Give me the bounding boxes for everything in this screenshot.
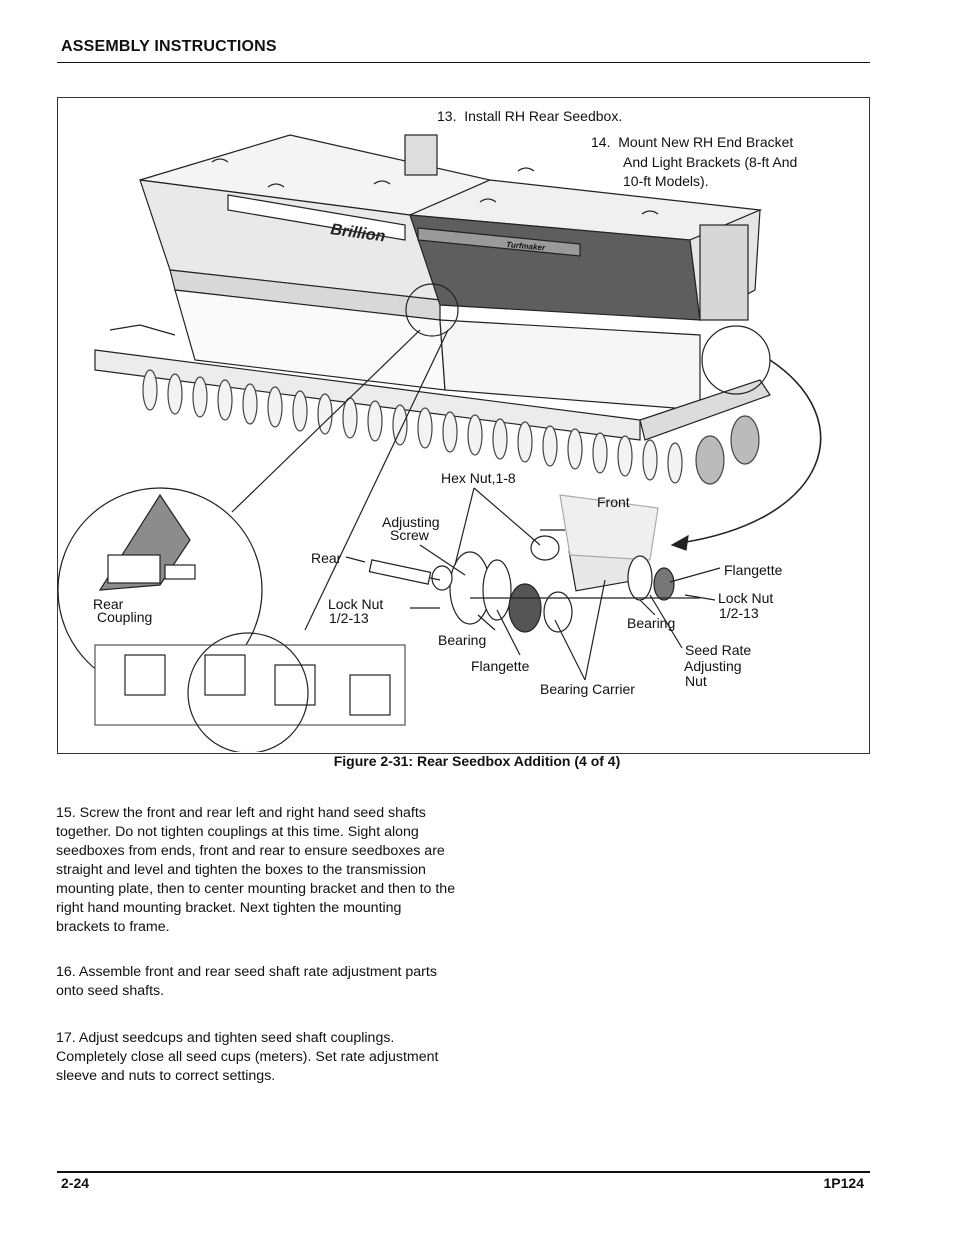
- section-title: ASSEMBLY INSTRUCTIONS: [61, 38, 277, 55]
- paragraph-15: 15. Screw the front and rear left and ri…: [56, 805, 456, 935]
- callout-hex-nut: Hex Nut,1-8: [441, 470, 516, 486]
- callout-bearing-left: Bearing: [438, 632, 487, 648]
- callout-flangette-bottom: Flangette: [471, 658, 530, 674]
- callout-lock-nut-left-line1: Lock Nut: [328, 596, 384, 612]
- header-rule: [57, 62, 870, 63]
- callout-lock-nut-right-line2: 1/2-13: [719, 605, 759, 621]
- callout-rear: Rear: [311, 550, 342, 566]
- step-14-label-line2: And Light Brackets (8-ft And: [623, 154, 798, 170]
- brand-sublogo: Turfmaker: [506, 240, 546, 252]
- footer-rule: [57, 1171, 870, 1173]
- callout-bearing-right: Bearing: [627, 615, 676, 631]
- figure-caption: Figure 2-31: Rear Seedbox Addition (4 of…: [333, 753, 621, 769]
- step-14-label-line1: 14. Mount New RH End Bracket: [591, 134, 794, 150]
- page-number: 2-24: [61, 1175, 90, 1191]
- seedbox-illustration: Brillion Turfmaker: [57, 134, 822, 752]
- callout-adjusting-screw-line1: Adjusting: [382, 514, 440, 530]
- paragraph-17: 17. Adjust seedcups and tighten seed sha…: [56, 1030, 439, 1084]
- document-number: 1P124: [823, 1175, 864, 1191]
- paragraph-16: 16. Assemble front and rear seed shaft r…: [56, 964, 437, 999]
- figure-frame: [57, 97, 870, 754]
- callout-lock-nut-left-line2: 1/2-13: [329, 610, 369, 626]
- callout-rear-coupling-line1: Rear: [93, 596, 124, 612]
- callout-rear-coupling-line2: Coupling: [97, 609, 153, 625]
- callout-seed-rate-line2: Adjusting: [684, 658, 742, 674]
- callout-seed-rate-line3: Nut: [685, 673, 707, 689]
- callout-flangette-right: Flangette: [724, 562, 783, 578]
- callout-bearing-carrier: Bearing Carrier: [540, 681, 635, 697]
- callout-seed-rate-line1: Seed Rate: [685, 642, 752, 658]
- callout-lock-nut-right-line1: Lock Nut: [718, 590, 774, 606]
- step-13-label: 13. Install RH Rear Seedbox.: [437, 108, 623, 124]
- callout-front: Front: [597, 494, 630, 510]
- step-14-label-line3: 10-ft Models).: [623, 173, 709, 189]
- callout-adjusting-screw-line2: Screw: [390, 527, 429, 543]
